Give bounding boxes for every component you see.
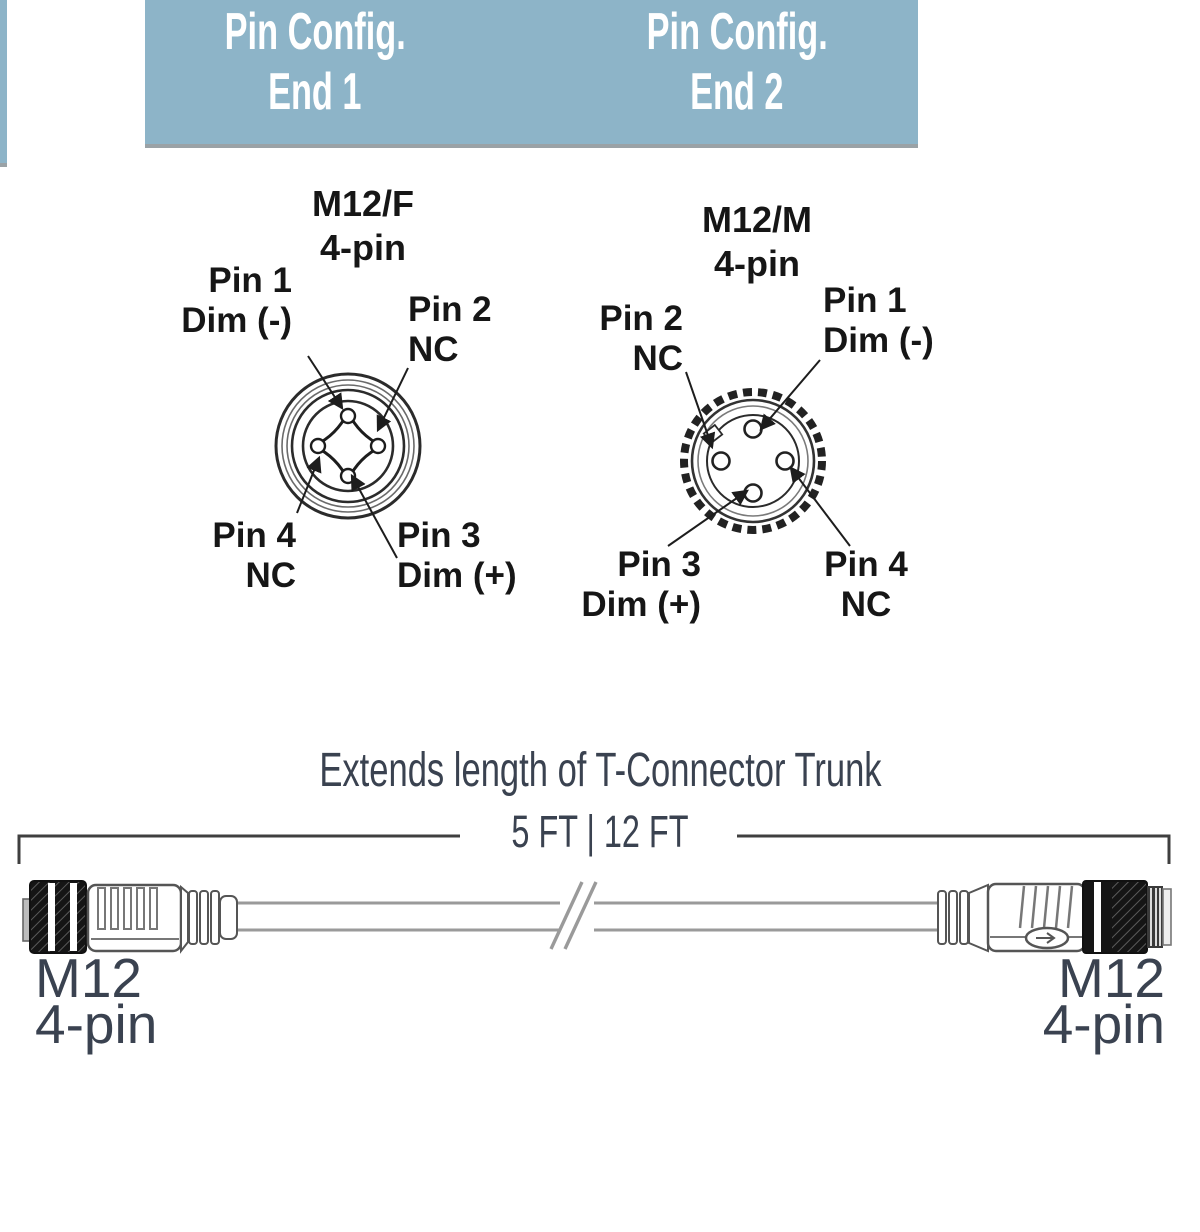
end2-pin4-label: Pin 4 NC (824, 545, 908, 624)
end1-pin1-label: Pin 1 Dim (-) (181, 261, 292, 340)
end2-pin1-label: Pin 1 Dim (-) (823, 281, 934, 360)
cable-length-label: 5 FT | 12 FT (511, 806, 689, 857)
m12-female-face-icon (274, 372, 422, 520)
end2-type-line1: M12/M (701, 199, 813, 240)
table-edge-sliver (0, 0, 7, 167)
m12-female-leader-lines (296, 355, 409, 559)
end2-type-line2: 4-pin (714, 243, 800, 284)
m12-male-leader-lines (667, 359, 851, 547)
m12-male-face-icon (680, 388, 826, 534)
end1-type-line1: M12/F (311, 183, 415, 224)
header-end2-line1: Pin Config. (646, 3, 828, 61)
table-header: Pin Config. End 1 Pin Config. End 2 (145, 0, 918, 148)
end2-pin2-label: Pin 2 NC (599, 299, 683, 378)
header-end2-line2: End 2 (690, 63, 784, 121)
end1-connector-type: M12/F 4-pin (263, 182, 463, 270)
end1-pin4-label: Pin 4 NC (212, 516, 296, 595)
end1-pin2-label: Pin 2 NC (408, 290, 492, 369)
header-end2: Pin Config. End 2 (567, 0, 907, 146)
header-end1-line2: End 1 (268, 63, 362, 121)
end1-pin3-label: Pin 3 Dim (+) (397, 516, 517, 595)
end2-pin3-label: Pin 3 Dim (+) (581, 545, 701, 624)
header-end1: Pin Config. End 1 (145, 0, 485, 146)
trunk-caption: Extends length of T-Connector Trunk (318, 744, 882, 797)
dimension-line (17, 834, 1171, 864)
end2-connector-type: M12/M 4-pin (657, 198, 857, 286)
cable-connector-right-icon (937, 880, 1172, 954)
cable-right-end-label: M12 4-pin (1042, 947, 1165, 1055)
cable-connector-left-icon (22, 880, 238, 954)
cable-lines (236, 901, 937, 932)
cable-left-end-label: M12 4-pin (35, 947, 158, 1055)
end1-type-line2: 4-pin (320, 227, 406, 268)
cable-break-icon (549, 881, 598, 950)
header-end1-line1: Pin Config. (224, 3, 406, 61)
